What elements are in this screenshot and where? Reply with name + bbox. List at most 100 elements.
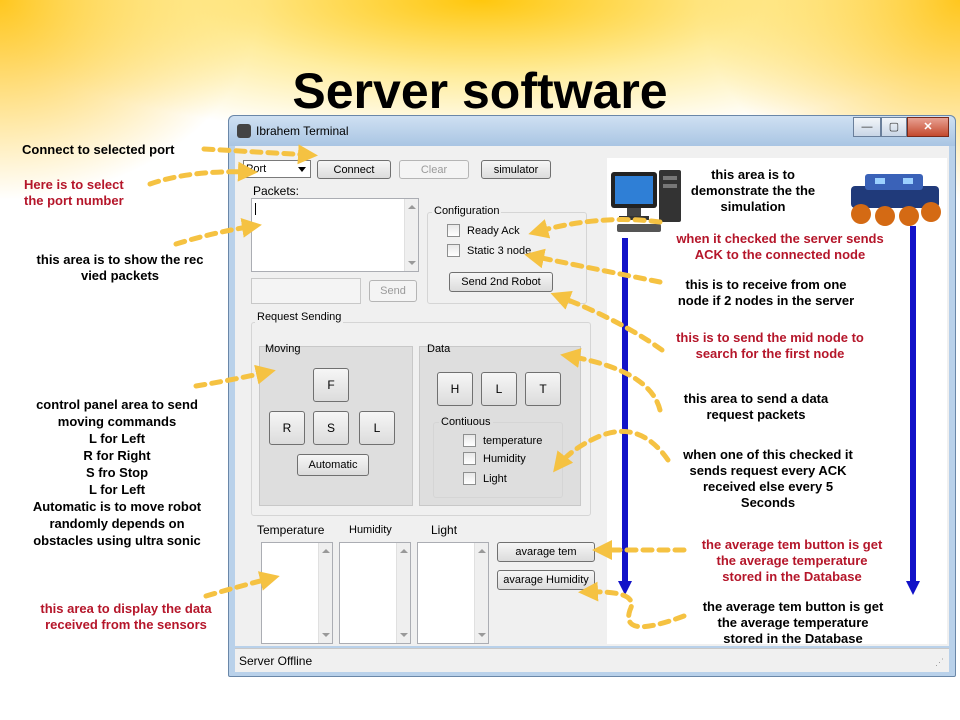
light-check-label: Light <box>483 472 507 485</box>
annotation-ack: when it checked the server sends ACK to … <box>676 231 884 262</box>
packets-scrollbar[interactable] <box>404 199 418 271</box>
simulation-area <box>607 158 947 644</box>
temperature-scrollbar[interactable] <box>318 543 332 643</box>
contiuous-title: Contiuous <box>439 416 493 428</box>
annotation-receive-one: this is to receive from one node if 2 no… <box>677 277 855 308</box>
configuration-group <box>427 212 587 304</box>
robot-icon <box>237 124 251 138</box>
window-title: Ibrahem Terminal <box>256 124 349 138</box>
annotation-display-data: this area to display the data received f… <box>40 601 212 632</box>
text-caret <box>255 203 256 215</box>
checkbox-icon <box>447 244 460 257</box>
pointer-arrow <box>173 217 262 247</box>
pointer-arrow <box>553 428 671 473</box>
pointer-arrow <box>524 248 663 285</box>
scroll-up-icon <box>408 205 416 209</box>
send-textbox[interactable] <box>251 278 361 304</box>
forward-button[interactable]: F <box>313 368 349 402</box>
title-bar: Ibrahem Terminal — ▢ ✕ <box>229 116 955 146</box>
checkbox-icon <box>447 224 460 237</box>
annotation-connect-port: Connect to selected port <box>22 142 175 157</box>
static-node-checkbox[interactable]: Static 3 node <box>447 244 531 257</box>
pointer-arrow <box>147 161 258 187</box>
connect-button[interactable]: Connect <box>317 160 391 179</box>
arrow-down-icon <box>618 581 632 595</box>
temperature-label: Temperature <box>257 523 325 537</box>
temperature-t-button[interactable]: T <box>525 372 561 406</box>
configuration-title: Configuration <box>432 205 502 217</box>
scroll-down-icon <box>400 633 408 637</box>
humidity-list[interactable] <box>339 542 411 644</box>
annotation-checked: when one of this checked it sends reques… <box>683 447 853 510</box>
annotation-demonstrate: this area is to demonstrate the the simu… <box>690 167 816 214</box>
average-humidity-button[interactable]: avarage Humidity <box>497 570 595 590</box>
sim-line-left <box>622 238 628 582</box>
humidity-checkbox[interactable]: Humidity <box>463 452 526 465</box>
pointer-arrow <box>550 291 665 353</box>
pointer-arrow <box>201 144 318 165</box>
request-sending-title: Request Sending <box>255 311 344 323</box>
robot-car-icon <box>851 174 941 226</box>
maximize-button[interactable]: ▢ <box>881 117 907 137</box>
scroll-down-icon <box>322 633 330 637</box>
arrow-down-icon <box>906 581 920 595</box>
annotation-control-panel: control panel area to send moving comman… <box>32 397 202 548</box>
data-title: Data <box>427 343 451 355</box>
checkbox-icon <box>463 452 476 465</box>
sim-line-right <box>910 226 916 582</box>
close-button[interactable]: ✕ <box>907 117 949 137</box>
scroll-up-icon <box>400 549 408 553</box>
checkbox-icon <box>463 472 476 485</box>
scroll-up-icon <box>478 549 486 553</box>
chevron-down-icon <box>298 167 306 172</box>
status-bar: Server Offline ⋰ <box>235 648 949 672</box>
pointer-arrow <box>203 571 280 599</box>
scroll-up-icon <box>322 549 330 553</box>
send-button[interactable]: Send <box>369 280 417 302</box>
packets-textbox[interactable] <box>251 198 419 272</box>
pointer-arrow <box>528 217 663 239</box>
minimize-button[interactable]: — <box>853 117 881 137</box>
annotation-avg-temp-black: the average tem button is get the averag… <box>702 599 884 646</box>
annotation-mid-node: this is to send the mid node to search f… <box>676 330 864 361</box>
automatic-button[interactable]: Automatic <box>297 454 369 476</box>
humidity-check-label: Humidity <box>483 452 526 465</box>
light-scrollbar[interactable] <box>474 543 488 643</box>
pointer-arrow <box>193 364 276 389</box>
scroll-down-icon <box>408 261 416 265</box>
request-sending-group <box>251 322 591 516</box>
stop-button[interactable]: S <box>313 411 349 445</box>
send-2nd-robot-button[interactable]: Send 2nd Robot <box>449 272 553 292</box>
ready-ack-label: Ready Ack <box>467 224 520 237</box>
scroll-down-icon <box>478 633 486 637</box>
light-checkbox[interactable]: Light <box>463 472 507 485</box>
average-temperature-button[interactable]: avarage tem <box>497 542 595 562</box>
ready-ack-checkbox[interactable]: Ready Ack <box>447 224 520 237</box>
temperature-checkbox[interactable]: temperature <box>463 434 542 447</box>
temperature-list[interactable] <box>261 542 333 644</box>
light-l-button[interactable]: L <box>481 372 517 406</box>
left-button[interactable]: L <box>359 411 395 445</box>
clear-button[interactable]: Clear <box>399 160 469 179</box>
humidity-scrollbar[interactable] <box>396 543 410 643</box>
humidity-h-button[interactable]: H <box>437 372 473 406</box>
slide-title: Server software <box>292 63 668 119</box>
resize-grip-icon[interactable]: ⋰ <box>935 657 944 667</box>
annotation-show-packets: this area is to show the rec vied packet… <box>36 252 204 283</box>
checkbox-icon <box>463 434 476 447</box>
status-text: Server Offline <box>239 654 313 668</box>
client-area: Port Connect Clear simulator Packets: Se… <box>235 146 949 646</box>
light-label: Light <box>431 523 458 537</box>
light-list[interactable] <box>417 542 489 644</box>
annotation-data-request: this area to send a data request packets <box>683 391 829 422</box>
annotation-avg-temp-red: the average tem button is get the averag… <box>701 537 883 584</box>
temperature-check-label: temperature <box>483 434 543 447</box>
pointer-arrow <box>560 348 663 413</box>
simulator-button[interactable]: simulator <box>481 160 551 179</box>
static-node-label: Static 3 node <box>467 244 532 257</box>
humidity-label: Humidity <box>349 524 392 536</box>
packets-label: Packets: <box>253 184 300 198</box>
right-button[interactable]: R <box>269 411 305 445</box>
app-window: Ibrahem Terminal — ▢ ✕ Port Connect Clea… <box>228 115 956 677</box>
